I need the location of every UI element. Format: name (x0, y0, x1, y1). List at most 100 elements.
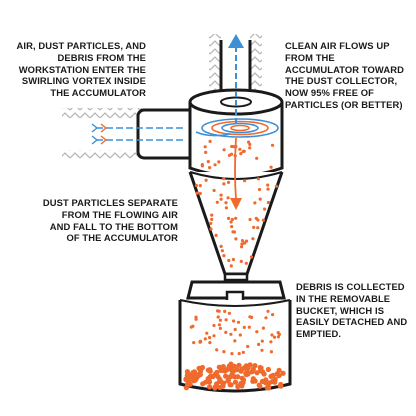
dust-particle (192, 341, 196, 345)
caption-line: DEBRIS IS COLLECTED (296, 281, 405, 292)
dust-particle (274, 184, 278, 188)
dust-particle (212, 334, 216, 338)
dust-particle (272, 376, 278, 382)
dust-particle (264, 316, 268, 320)
dust-particle (269, 350, 273, 354)
dust-particle (256, 177, 260, 181)
dust-particle (183, 385, 189, 391)
dust-particle (214, 233, 218, 237)
dust-particle (217, 160, 221, 164)
dust-particle (217, 323, 221, 327)
dust-particle (238, 368, 244, 374)
dust-particle (276, 373, 282, 379)
right-arrow-icon (91, 123, 186, 145)
dust-particle (226, 196, 230, 200)
dust-particle (207, 374, 213, 380)
caption-line: NOW 95% FREE OF (285, 87, 375, 99)
dust-particle (200, 381, 206, 387)
outlet-duct-hatching (209, 34, 262, 98)
dust-particle (257, 187, 262, 192)
dust-particle (227, 258, 231, 263)
dust-particle (232, 379, 239, 385)
dust-particle (226, 180, 231, 184)
dust-particle (240, 242, 244, 246)
dust-particle (270, 333, 274, 337)
dust-particle (205, 331, 209, 335)
dust-particle (237, 352, 241, 356)
dust-particle (194, 183, 198, 188)
dust-particle (228, 361, 234, 367)
dust-particle (250, 366, 256, 372)
dust-particle (219, 197, 223, 201)
dust-particle (187, 381, 193, 387)
dust-particle (217, 309, 221, 313)
dust-particle (266, 187, 270, 191)
dust-particle (210, 217, 214, 221)
caption-line: SWIRLING VORTEX INSIDE (21, 75, 146, 87)
dust-particle (224, 201, 228, 205)
caption-line: EMPTIED. (296, 328, 342, 340)
dust-particle (244, 239, 249, 243)
caption-line: FROM THE (285, 51, 335, 63)
caption-line: EASILY DETACHED AND (296, 316, 408, 328)
dust-particle (249, 255, 254, 259)
dust-particle (240, 245, 244, 249)
dust-particle (239, 375, 245, 381)
dust-particle (233, 154, 237, 158)
caption-line: THE DUST COLLECTOR, (285, 75, 398, 87)
dust-particle (257, 342, 261, 346)
dust-particle (230, 352, 234, 356)
dust-particle (238, 147, 242, 151)
dust-particle (257, 368, 264, 374)
dust-particle (261, 326, 265, 330)
dust-particle (212, 188, 216, 193)
dust-particle (224, 330, 228, 334)
dust-particle (212, 323, 216, 328)
dust-particle (216, 364, 222, 370)
dust-particle (203, 145, 207, 149)
separation-caption: DUST PARTICLES SEPARATE FROM THE FLOWING… (30, 197, 178, 244)
clean-air-caption: CLEAN AIR FLOWS UP FROM THE ACCUMULATOR … (285, 40, 413, 111)
dust-particle (231, 257, 235, 262)
dust-particle (198, 184, 202, 188)
dust-particle (215, 374, 221, 380)
dust-particle (234, 145, 238, 149)
dust-particle (222, 148, 226, 152)
dust-particle (239, 259, 243, 263)
dust-particle (276, 331, 280, 335)
caption-line: PARTICLES (OR BETTER) (285, 98, 403, 110)
dust-particle (241, 350, 245, 354)
caption-line: BUCKET, WHICH IS (296, 304, 385, 316)
dust-particle (248, 142, 252, 146)
cyclone-cone (188, 171, 284, 282)
dust-particle (232, 319, 236, 323)
dust-particle (240, 239, 245, 243)
dust-particle (209, 221, 213, 225)
dust-particle (256, 226, 260, 230)
dust-particle (208, 166, 212, 170)
caption-line: FROM THE FLOWING AIR (61, 208, 178, 220)
dust-particle (198, 191, 202, 196)
dust-particle (269, 165, 273, 169)
caption-line: CLEAN AIR FLOWS UP (285, 40, 390, 51)
dust-particle (266, 183, 270, 187)
dust-particle (233, 339, 237, 343)
dust-particle (280, 370, 286, 376)
dust-particle (218, 318, 222, 322)
dust-particle (236, 362, 242, 368)
dust-particle (213, 383, 220, 389)
up-arrow-icon (228, 34, 244, 124)
dust-particle (234, 237, 238, 241)
dust-particle (215, 200, 219, 204)
dust-particle (242, 325, 246, 329)
dust-particle (184, 369, 190, 375)
dust-particle (245, 365, 251, 371)
dust-particle (208, 139, 212, 143)
caption-line: THE ACCUMULATOR (50, 87, 146, 99)
dust-particle (250, 315, 254, 319)
caption-line: OF THE ACCUMULATOR (66, 232, 178, 244)
dust-particle (238, 381, 244, 387)
dust-particle (207, 384, 213, 390)
